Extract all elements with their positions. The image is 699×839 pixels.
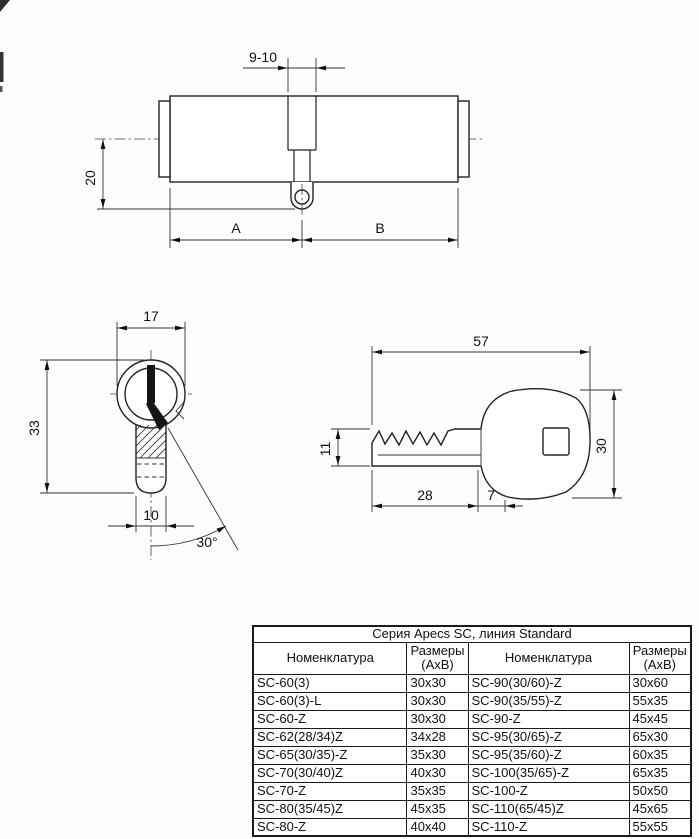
table-row: SC-62(28/34)Z 34x28 SC-95(30/65)-Z 65x30 <box>252 727 692 747</box>
cell-nomenclature: SC-100(35/65)-Z <box>467 763 630 783</box>
cell-size: 30x30 <box>406 691 469 711</box>
cylinder-body <box>169 95 459 183</box>
cell-size: 30x30 <box>406 673 469 693</box>
cell-size: 45x65 <box>628 799 692 819</box>
dimension-bottom-width: 10 <box>108 496 194 532</box>
cell-nomenclature: SC-90-Z <box>467 709 630 729</box>
cell-nomenclature: SC-60(3)-L <box>252 691 408 711</box>
cell-nomenclature: SC-95(30/65)-Z <box>467 727 630 747</box>
table-title: Серия Apecs SC, линия Standard <box>252 625 692 643</box>
key-hole <box>542 427 570 456</box>
cell-nomenclature: SC-110(65/45)Z <box>467 799 630 819</box>
dim-label-bottom-width: 10 <box>143 507 159 523</box>
table-row: SC-80-Z 40x40 SC-110-Z 55x55 <box>252 817 692 837</box>
dim-label-section-width: 17 <box>143 308 159 324</box>
header-size-left: Размеры (АхВ) <box>406 641 469 675</box>
size-table: Серия Apecs SC, линия Standard Номенклат… <box>252 625 692 838</box>
dim-label-bitting-length: 28 <box>417 487 433 503</box>
table-row: SC-60(3) 30x30 SC-90(30/60)-Z 30x60 <box>252 673 692 693</box>
scan-artifacts <box>0 0 10 92</box>
dimension-section-width: 17 <box>116 308 186 386</box>
table-header-row: Номенклатура Размеры (АхВ) Номенклатура … <box>252 641 692 675</box>
section-body <box>135 424 167 494</box>
dim-label-key-length: 57 <box>473 333 489 349</box>
cell-size: 55x35 <box>628 691 692 711</box>
cell-size: 65x35 <box>628 763 692 783</box>
dim-label-head-height: 30 <box>593 438 609 454</box>
cell-nomenclature: SC-60-Z <box>252 709 408 729</box>
table-row: SC-80(35/45)Z 45x35 SC-110(65/45)Z 45x65 <box>252 799 692 819</box>
dimension-head-height: 30 <box>572 389 622 499</box>
cell-size: 65x30 <box>628 727 692 747</box>
cell-nomenclature: SC-70-Z <box>252 781 408 801</box>
table-row: SC-65(30/35)-Z 35x30 SC-95(35/60)-Z 60x3… <box>252 745 692 765</box>
dim-label-a: A <box>231 220 241 236</box>
header-nomenclature-right: Номенклатура <box>467 641 630 675</box>
cell-size: 40x40 <box>406 817 469 837</box>
cell-size: 45x45 <box>628 709 692 729</box>
cylinder-section-view: 17 33 10 30° <box>26 308 239 560</box>
technical-drawing-canvas: 9-10 20 A B <box>0 0 622 560</box>
cell-nomenclature: SC-90(35/55)-Z <box>467 691 630 711</box>
dimension-key-length: 57 <box>371 333 591 430</box>
dim-label-shoulder-width: 7 <box>487 487 495 503</box>
cell-nomenclature: SC-62(28/34)Z <box>252 727 408 747</box>
dim-label-blade-height: 11 <box>317 442 333 457</box>
dimension-blade-height: 11 <box>317 428 370 467</box>
table-row: SC-60-Z 30x30 SC-90-Z 45x45 <box>252 709 692 729</box>
key-view: 57 11 30 28 7 <box>317 333 622 512</box>
dim-label-section-height: 33 <box>26 420 42 436</box>
header-nomenclature-left: Номенклатура <box>252 641 408 675</box>
cell-nomenclature: SC-60(3) <box>252 673 408 693</box>
cell-nomenclature: SC-70(30/40)Z <box>252 763 408 783</box>
table-row: SC-60(3)-L 30x30 SC-90(35/55)-Z 55x35 <box>252 691 692 711</box>
dim-label-angle: 30° <box>196 534 217 550</box>
cell-size: 34x28 <box>406 727 469 747</box>
cell-size: 45x35 <box>406 799 469 819</box>
cell-nomenclature: SC-90(30/60)-Z <box>467 673 630 693</box>
table-row: SC-70-Z 35x35 SC-100-Z 50x50 <box>252 781 692 801</box>
cylinder-side-view: 9-10 20 A B <box>82 49 482 248</box>
dimension-a-b: A B <box>169 188 459 248</box>
dim-label-cam-height: 20 <box>82 170 98 186</box>
fixing-slot <box>287 96 317 182</box>
cell-nomenclature: SC-80-Z <box>252 817 408 837</box>
hatching <box>136 425 166 458</box>
cell-size: 35x30 <box>406 745 469 765</box>
header-size-right: Размеры (АхВ) <box>628 641 692 675</box>
dim-label-b: B <box>375 220 384 236</box>
cell-nomenclature: SC-110-Z <box>467 817 630 837</box>
dimension-section-height: 33 <box>26 359 145 494</box>
cell-size: 35x35 <box>406 781 469 801</box>
cell-nomenclature: SC-100-Z <box>467 781 630 801</box>
cam <box>290 182 314 216</box>
dimension-slot-width: 9-10 <box>243 49 345 92</box>
cell-size: 60x35 <box>628 745 692 765</box>
cell-nomenclature: SC-80(35/45)Z <box>252 799 408 819</box>
dim-label-slot-width: 9-10 <box>249 49 277 65</box>
cell-nomenclature: SC-95(35/60)-Z <box>467 745 630 765</box>
side-pin-notch <box>175 401 185 420</box>
cell-size: 30x60 <box>628 673 692 693</box>
cell-size: 55x55 <box>628 817 692 837</box>
table-row: SC-70(30/40)Z 40x30 SC-100(35/65)-Z 65x3… <box>252 763 692 783</box>
table-title-row: Серия Apecs SC, линия Standard <box>252 625 692 643</box>
cell-size: 50x50 <box>628 781 692 801</box>
cell-size: 40x30 <box>406 763 469 783</box>
dimension-bitting-length: 28 7 <box>371 470 523 512</box>
angle-annotation: 30° <box>150 427 239 551</box>
end-cap-left <box>158 100 171 178</box>
keyway <box>146 365 168 430</box>
cell-size: 30x30 <box>406 709 469 729</box>
dimension-cam-height: 20 <box>82 139 295 210</box>
cell-nomenclature: SC-65(30/35)-Z <box>252 745 408 765</box>
end-cap-right <box>457 100 470 178</box>
